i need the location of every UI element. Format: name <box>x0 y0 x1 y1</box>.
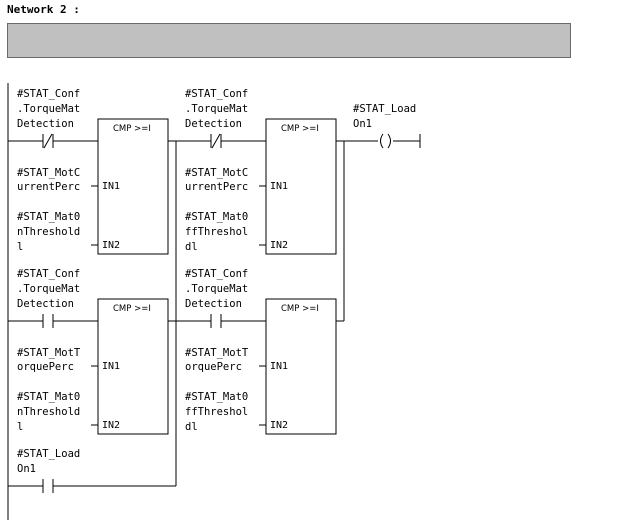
pin-in1: IN1 <box>270 181 288 192</box>
operand-in1: urrentPerc <box>17 181 80 193</box>
pin-in2: IN2 <box>270 420 288 431</box>
contact-operand-line: #STAT_Conf <box>185 268 248 280</box>
output-coil[interactable]: #STAT_Load On1 <box>353 103 421 149</box>
contact-operand-line: #STAT_Load <box>17 448 80 460</box>
contact-operand-line: #STAT_Conf <box>17 88 80 100</box>
operand-in2: ffThreshol <box>185 406 248 418</box>
contact-operand-line: Detection <box>185 118 242 130</box>
pin-in1: IN1 <box>102 361 120 372</box>
operand-in2: #STAT_Mat0 <box>17 391 80 403</box>
contact-torque-3[interactable]: #STAT_Conf .TorqueMat Detection <box>8 268 98 328</box>
operand-in1: orquePerc <box>185 361 242 373</box>
cmp-block-2[interactable]: CMP >=I IN1 IN2 #STAT_MotC urrentPerc #S… <box>185 118 337 255</box>
contact-operand-line: #STAT_Conf <box>185 88 248 100</box>
operand-in1: #STAT_MotT <box>185 347 249 359</box>
contact-operand-line: Detection <box>17 298 74 310</box>
cmp-block-3[interactable]: CMP >=I IN1 IN2 #STAT_MotT orquePerc #ST… <box>17 298 169 435</box>
operand-in2: l <box>17 241 23 253</box>
operand-in2: nThreshold <box>17 226 80 238</box>
operand-in2: dl <box>185 421 198 433</box>
operand-in1: urrentPerc <box>185 181 248 193</box>
operand-in2: #STAT_Mat0 <box>17 211 80 223</box>
coil-operand-line: On1 <box>353 118 372 130</box>
cmp-block-label: CMP >=I <box>281 304 319 314</box>
pin-in1: IN1 <box>270 361 288 372</box>
contact-operand-line: Detection <box>17 118 74 130</box>
contact-operand-line: .TorqueMat <box>185 103 248 115</box>
coil-operand-line: #STAT_Load <box>353 103 416 115</box>
contact-torque-2[interactable]: #STAT_Conf .TorqueMat Detection <box>185 88 266 149</box>
operand-in1: #STAT_MotT <box>17 347 81 359</box>
pin-in2: IN2 <box>270 240 288 251</box>
operand-in1: #STAT_MotC <box>185 167 248 179</box>
cmp-block-label: CMP >=I <box>113 304 151 314</box>
contact-load-on1[interactable]: #STAT_Load On1 <box>8 448 176 493</box>
cmp-block-label: CMP >=I <box>113 124 151 134</box>
network-title: Network 2 : <box>7 3 80 16</box>
contact-operand-line: .TorqueMat <box>17 283 80 295</box>
cmp-block-4[interactable]: CMP >=I IN1 IN2 #STAT_MotT orquePerc #ST… <box>185 298 337 435</box>
contact-torque-1[interactable]: #STAT_Conf .TorqueMat Detection <box>8 88 98 149</box>
operand-in1: #STAT_MotC <box>17 167 80 179</box>
operand-in2: ffThreshol <box>185 226 248 238</box>
pin-in2: IN2 <box>102 420 120 431</box>
operand-in2: #STAT_Mat0 <box>185 211 248 223</box>
operand-in2: l <box>17 421 23 433</box>
pin-in2: IN2 <box>102 240 120 251</box>
cmp-block-label: CMP >=I <box>281 124 319 134</box>
contact-operand-line: #STAT_Conf <box>17 268 80 280</box>
contact-torque-4[interactable]: #STAT_Conf .TorqueMat Detection <box>185 268 266 328</box>
network-comment-field[interactable] <box>7 23 571 58</box>
operand-in2: #STAT_Mat0 <box>185 391 248 403</box>
contact-operand-line: .TorqueMat <box>185 283 248 295</box>
operand-in2: nThreshold <box>17 406 80 418</box>
output-coil-icon <box>380 133 384 149</box>
contact-operand-line: Detection <box>185 298 242 310</box>
contact-operand-line: .TorqueMat <box>17 103 80 115</box>
cmp-block-1[interactable]: CMP >=I IN1 IN2 #STAT_MotC urrentPerc #S… <box>17 118 169 255</box>
operand-in2: dl <box>185 241 198 253</box>
contact-operand-line: On1 <box>17 463 36 475</box>
pin-in1: IN1 <box>102 181 120 192</box>
operand-in1: orquePerc <box>17 361 74 373</box>
